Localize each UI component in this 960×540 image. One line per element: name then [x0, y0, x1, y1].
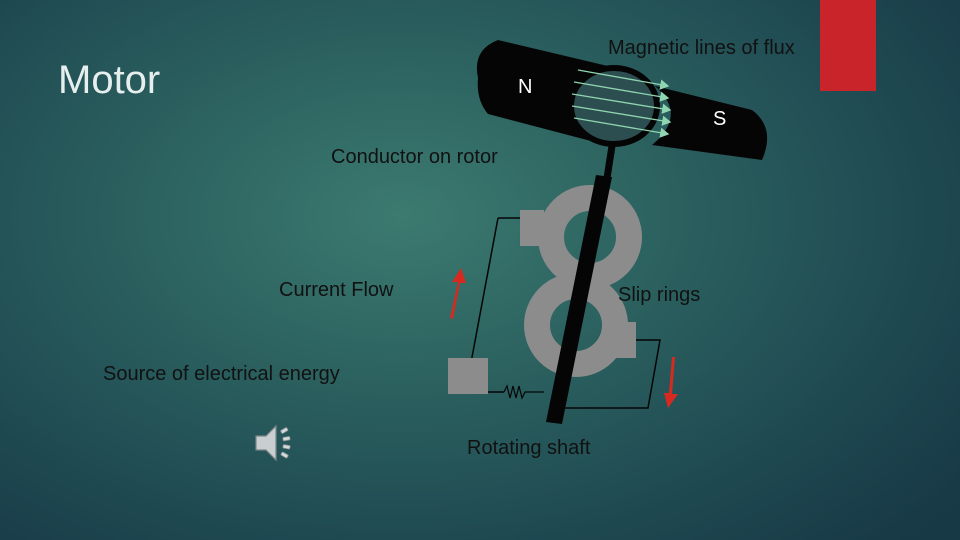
magnetic-flux-label: Magnetic lines of flux: [608, 37, 795, 59]
flux-lines: [571, 69, 672, 138]
speaker-icon[interactable]: [252, 420, 298, 466]
shaft-joint: [603, 145, 616, 179]
conductor-loop: [568, 65, 660, 147]
rotating-shaft: [546, 175, 612, 424]
slide-title: Motor: [58, 58, 161, 102]
upper-slip-ring: [520, 185, 642, 289]
slip-rings-label: Slip rings: [618, 284, 701, 306]
north-pole-label: N: [518, 76, 533, 98]
current-flow-arrow-up: [450, 268, 466, 319]
south-pole-label: S: [713, 108, 727, 130]
current-flow-arrow-down: [664, 357, 678, 408]
energy-source-label: Source of electrical energy: [103, 363, 340, 385]
energy-source-box: [448, 358, 488, 394]
conductor-label: Conductor on rotor: [331, 146, 498, 168]
south-magnet-pole: [652, 86, 768, 160]
current-flow-label: Current Flow: [279, 279, 394, 301]
rotating-shaft-label: Rotating shaft: [467, 437, 591, 459]
resistor: [503, 384, 544, 400]
accent-bar: [820, 0, 876, 91]
wiring: [469, 217, 661, 409]
